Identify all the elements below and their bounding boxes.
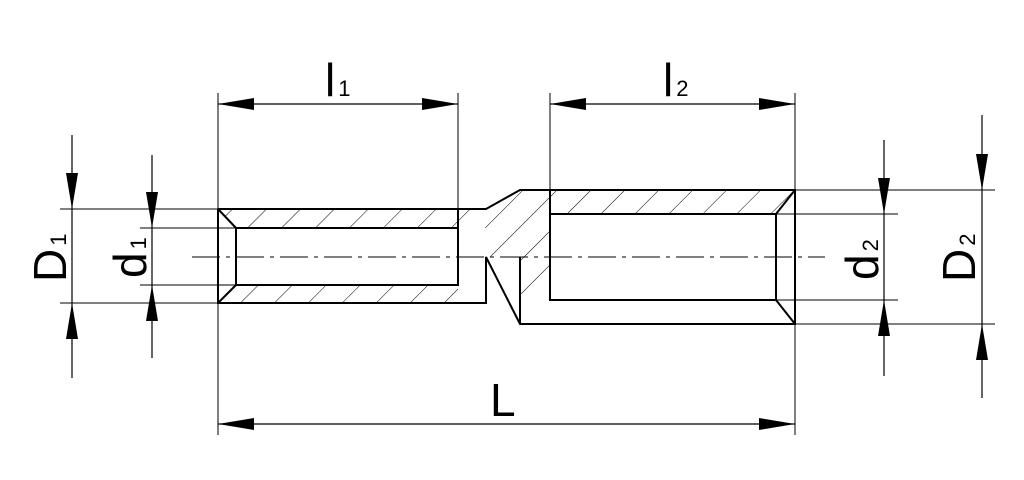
label-D1: D1 (24, 234, 76, 282)
chamfer-right-top (775, 189, 796, 215)
chamfer-right-bottom (775, 299, 796, 325)
label-D2: D2 (933, 234, 985, 282)
dimension-lines (66, 98, 988, 430)
hatch-transition (458, 190, 550, 300)
label-d1: d1 (104, 237, 156, 278)
outer-contour (217, 189, 796, 325)
hatched-sections (218, 190, 795, 303)
hatch-large-top (550, 190, 795, 214)
hatch-small-bottom (218, 285, 458, 303)
label-d2: d2 (836, 239, 888, 280)
hatch-small-top (218, 209, 458, 228)
chamfer-left-top (217, 208, 237, 229)
label-L: L (490, 374, 516, 426)
chamfer-left-bottom (217, 284, 237, 304)
